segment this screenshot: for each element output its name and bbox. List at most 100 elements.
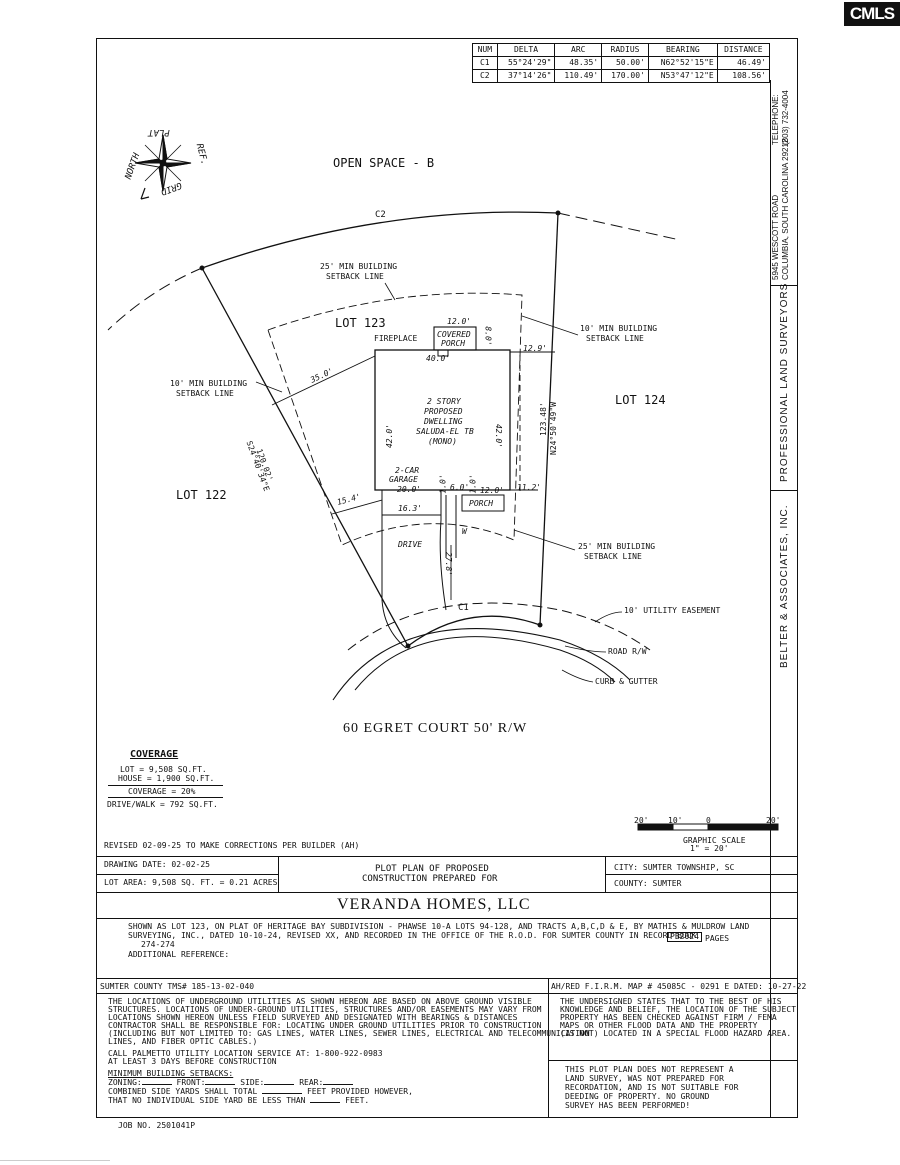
pages-label: PAGES [705, 934, 730, 943]
combined-end-label: FEET PROVIDED HOWEVER, [306, 1087, 413, 1096]
firm-map: AH/RED F.I.R.M. MAP # 45085C - 0291 E DA… [551, 982, 807, 991]
leader-25-bottom [513, 529, 576, 551]
lot-124-label: LOT 124 [615, 393, 666, 407]
record-book: PB2024 [667, 932, 702, 942]
fireplace [437, 349, 449, 357]
north-arrow-icon [134, 134, 192, 200]
dwelling-label-3: DWELLING [424, 417, 463, 426]
page-bottom-rule [0, 1160, 110, 1161]
title-rule [548, 1060, 798, 1061]
rear-label: REAR: [299, 1078, 324, 1087]
tms-number: SUMTER COUNTY TMS# 185-13-02-040 [100, 982, 255, 991]
table-row: C1 55°24'29" 48.35' 50.00' N62°52'15"E 4… [472, 56, 771, 70]
table-cell: 110.49' [554, 69, 603, 83]
graphic-scale-bar [637, 823, 779, 831]
dim-27-8-label: 27.8' [444, 552, 453, 577]
curb-gutter-label: CURB & GUTTER [595, 677, 658, 686]
setbacks-zoning-row: ZONING: FRONT: SIDE: REAR: [108, 1078, 354, 1087]
flood-note-4: MAPS OR OTHER FLOOD DATA AND THE PROPERT… [560, 1021, 758, 1030]
right-line-distance: 123.48' [539, 402, 548, 436]
disclaimer-line5: SURVEY HAS BEEN PERFORMED! [565, 1101, 691, 1110]
right-lot-line [539, 212, 559, 626]
setback-10-left-label: 10' MIN BUILDING [170, 379, 248, 388]
title-rule [96, 978, 798, 979]
setback-25-top-label-2: SETBACK LINE [326, 272, 384, 281]
record-pages: 274-274 [141, 940, 175, 949]
setback-10-left-label-2: SETBACK LINE [176, 389, 234, 398]
company-strip-rule [770, 285, 798, 286]
title-divider [548, 978, 549, 1118]
dim-42-right-label: 42.0' [494, 423, 504, 449]
title-rule [96, 856, 798, 857]
disclaimer-line4: DEEDING OF PROPERTY. NO GROUND [565, 1092, 710, 1101]
coverage-house: HOUSE = 1,900 SQ.FT. [118, 774, 215, 783]
table-row: C2 37°14'26" 110.49' 170.00' N53°47'12"E… [472, 69, 771, 83]
individual-label: THAT NO INDIVIDUAL SIDE YARD BE LESS THA… [108, 1096, 306, 1105]
title-rule [96, 892, 798, 893]
drawing-date: DRAWING DATE: 02-02-25 [104, 860, 210, 869]
front-walk [445, 495, 457, 558]
right-line-bearing: N24°50'49"W [549, 402, 558, 455]
leader-25-top [384, 282, 396, 301]
front-lot-line-c1 [407, 615, 541, 647]
disclaimer-line1: THIS PLOT PLAN DOES NOT REPRESENT A [565, 1065, 734, 1074]
client-name: VERANDA HOMES, LLC [337, 896, 531, 913]
title-rule [96, 874, 278, 875]
city-label: CITY: SUMTER TOWNSHIP, SC [614, 863, 735, 872]
utility-note-3: LOCATIONS SHOWN HEREON UNLESS FIELD SURV… [108, 1013, 518, 1022]
dim-1a-label: 1.0' [438, 474, 448, 494]
coverage-lot: LOT = 9,508 SQ.FT. [120, 765, 207, 774]
road-row-arc [332, 628, 631, 701]
utility-note-1: THE LOCATIONS OF UNDERGROUND UTILITIES A… [108, 997, 532, 1006]
flood-note-1: THE UNDERSIGNED STATES THAT TO THE BEST … [560, 997, 782, 1006]
rear-extension-left [107, 267, 203, 331]
setbacks-combined-row: COMBINED SIDE YARDS SHALL TOTAL FEET PRO… [108, 1088, 413, 1096]
leader-10-left [255, 381, 283, 393]
setback-25-top-label: 25' MIN BUILDING [320, 262, 398, 271]
title-divider [278, 856, 279, 892]
plot-title-line1: PLOT PLAN OF PROPOSED [375, 864, 489, 874]
setback-10-right-label: 10' MIN BUILDING [580, 324, 658, 333]
north-arrow-plat-label: PLAT [148, 127, 170, 137]
covered-porch [433, 326, 477, 351]
curve-table: NUM DELTA ARC RADIUS BEARING DISTANCE C1… [472, 43, 771, 83]
disclaimer-line3: RECORDATION, AND IS NOT SUITABLE FOR [565, 1083, 739, 1092]
county-label: COUNTY: SUMTER [614, 879, 682, 888]
rear-extension-right [557, 212, 681, 241]
title-rule [605, 874, 798, 875]
call-utility-line2: AT LEAST 3 DAYS BEFORE CONSTRUCTION [108, 1057, 277, 1066]
front-label: FRONT: [176, 1078, 206, 1087]
dim-11-2-label: 11.2' [517, 483, 542, 492]
utility-note-5: (INCLUDING BUT NOT LIMITED TO: GAS LINES… [108, 1029, 590, 1038]
combined-label: COMBINED SIDE YARDS SHALL TOTAL [108, 1087, 258, 1096]
lot-122-label: LOT 122 [176, 488, 227, 502]
scale-label-20-left: 20' [634, 816, 649, 825]
garage-label-2: GARAGE [389, 475, 418, 484]
coverage-rule [108, 797, 223, 798]
left-lot-line [201, 267, 409, 647]
scale-label-0: 0 [706, 816, 711, 825]
flood-note-5: (IS NOT) LOCATED IN A SPECIAL FLOOD HAZA… [560, 1029, 792, 1038]
call-utility-line1: CALL PALMETTO UTILITY LOCATION SERVICE A… [108, 1049, 383, 1058]
garage-label-1: 2-CAR [395, 466, 420, 475]
description-line1: SHOWN AS LOT 123, ON PLAT OF HERITAGE BA… [128, 922, 750, 931]
coverage-rule [108, 785, 223, 786]
dim-12-9-label: 12.9' [523, 344, 548, 353]
scale-label-10: 10' [668, 816, 683, 825]
company-strip-divider [770, 80, 771, 1118]
utility-note-6: LINES, AND FIBER OPTIC CABLES.) [108, 1037, 258, 1046]
dim-12-bottom-label: 12.0' [480, 486, 505, 495]
covered-porch-label-2: PORCH [441, 339, 466, 348]
title-rule [96, 993, 798, 994]
table-cell: N53°47'12"E [647, 69, 718, 83]
coverage-title: COVERAGE [130, 749, 179, 760]
dim-16-3-label: 16.3' [398, 504, 423, 513]
road-row-label: ROAD R/W [608, 647, 647, 656]
individual-end-label: FEET. [345, 1096, 370, 1105]
setback-25-bottom-label: 25' MIN BUILDING [578, 542, 656, 551]
setbacks-title: MINIMUM BUILDING SETBACKS: [108, 1069, 234, 1078]
title-rule [96, 918, 798, 919]
utility-easement-label: 10' UTILITY EASEMENT [624, 606, 721, 615]
dim-15-4 [331, 499, 383, 515]
